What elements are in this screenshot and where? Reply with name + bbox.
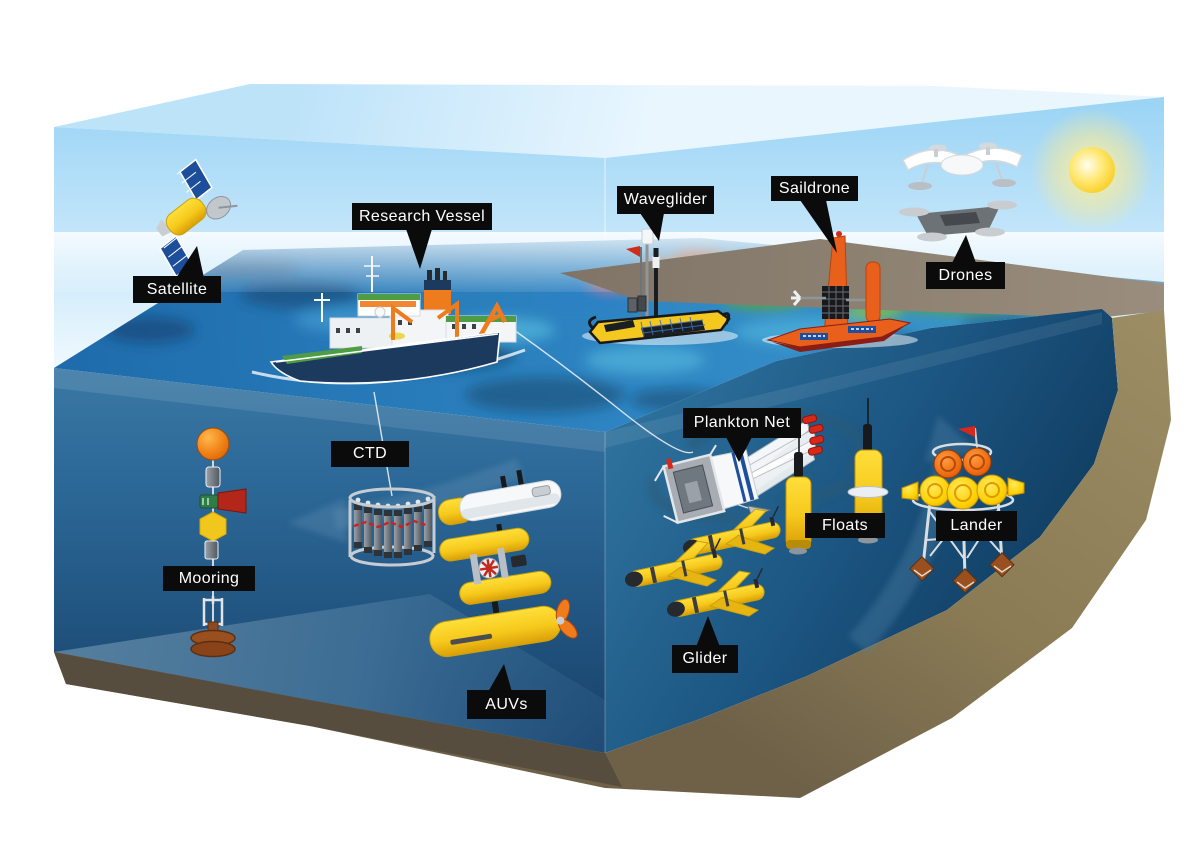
plankton-net-callout-tail [726,437,752,462]
auv-twin-hull-icon [439,523,552,605]
auv-torpedo-icon [429,598,578,658]
coastal-land [560,239,1164,318]
label-research-vessel: Research Vessel [352,203,492,230]
auv-white-icon [437,469,562,526]
sediment-wall [54,310,1171,798]
waterline-glow-left [54,368,605,452]
label-drones: Drones [926,262,1005,289]
label-ctd: CTD [331,441,409,467]
sky-top-face [54,84,1164,158]
label-satellite: Satellite [133,276,221,303]
glider-callout-tail [696,616,720,647]
satellite-callout-tail [176,246,204,278]
waveglider-callout-tail [640,213,664,241]
lander-orange-floats [933,447,992,479]
glider-3-icon [666,567,765,617]
glider-2-icon [624,537,723,587]
label-lander: Lander [936,511,1017,541]
label-mooring: Mooring [163,566,255,591]
label-auvs: AUVs [467,690,546,719]
fixed-wing-drone-icon [902,142,1023,190]
saildrone-icon [762,231,918,352]
glider-group-icon [624,505,781,617]
plankton-towline [496,317,694,454]
sun-icon [1069,147,1115,193]
mooring-icon [190,427,247,658]
research-vessel-icon [251,256,526,385]
drones-icon [899,142,1023,242]
auvs-callout-tail [488,664,512,692]
waveglider-icon [582,228,738,345]
research-vessel-callout-tail [406,229,432,269]
lander-feet [909,551,1015,594]
glider-1-icon [682,505,781,555]
sediment-front-band [54,652,622,787]
auv-group-icon [429,469,578,658]
float-left-icon [785,420,812,555]
callout-tails [176,200,976,692]
label-glider: Glider [672,645,738,673]
label-plankton-net: Plankton Net [683,408,801,438]
lander-icon [901,426,1025,594]
ctd-rosette-icon [348,487,436,567]
lander-yellow-floats [901,474,1025,510]
label-floats: Floats [805,513,885,538]
label-saildrone: Saildrone [771,176,858,201]
current-arrow-right-head [925,415,978,462]
saildrone-callout-tail [800,200,837,253]
drones-callout-tail [952,235,976,263]
current-arrow-left-head [288,498,347,543]
quadcopter-drone-icon [899,200,1017,242]
label-waveglider: Waveglider [617,186,714,214]
